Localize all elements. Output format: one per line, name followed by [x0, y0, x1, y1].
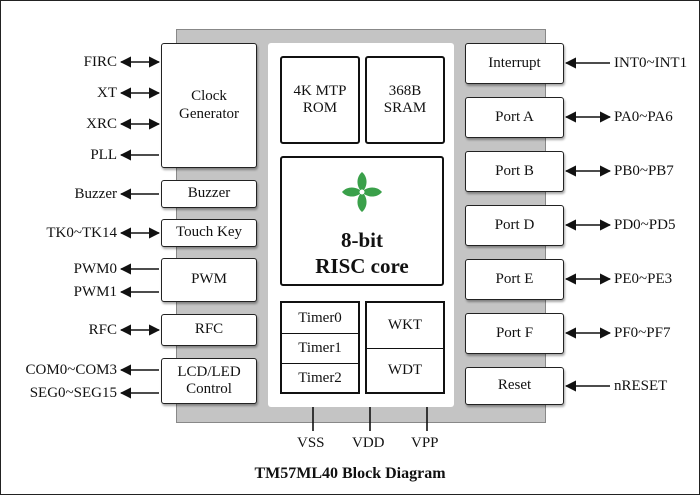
port-a-label: Port A	[495, 108, 534, 125]
rom-label: 4K MTP ROM	[293, 82, 347, 116]
signal-pwm1: PWM1	[73, 284, 117, 300]
signal-vpp: VPP	[411, 435, 439, 451]
signal-seg: SEG0~SEG15	[29, 385, 117, 401]
timer2-label: Timer2	[282, 363, 358, 392]
timer-stack: Timer0 Timer1 Timer2	[280, 301, 360, 394]
interrupt-label: Interrupt	[488, 54, 541, 71]
diagram-title: TM57ML40 Block Diagram	[254, 465, 446, 482]
signal-nreset: nRESET	[614, 378, 668, 394]
signal-pa: PA0~PA6	[614, 109, 673, 125]
port-d-label: Port D	[494, 216, 535, 233]
port-e-block: Port E	[465, 259, 564, 300]
signal-pb: PB0~PB7	[614, 163, 674, 179]
signal-pwm0: PWM0	[73, 261, 117, 277]
risc-core-block: 8-bit RISC core	[280, 156, 444, 286]
touch-key-label: Touch Key	[175, 224, 242, 241]
touch-key-block: Touch Key	[161, 219, 257, 247]
rfc-label: RFC	[194, 321, 224, 338]
reset-label: Reset	[497, 377, 532, 394]
pwm-label: PWM	[191, 271, 227, 288]
signal-xt: XT	[97, 85, 117, 101]
pwm-block: PWM	[161, 258, 257, 302]
port-e-label: Port E	[495, 270, 534, 287]
port-f-block: Port F	[465, 313, 564, 354]
interrupt-block: Interrupt	[465, 43, 564, 84]
lcd-led-control-block: LCD/LED Control	[161, 358, 257, 404]
sram-label: 368B SRAM	[383, 82, 427, 116]
signal-xrc: XRC	[86, 116, 117, 132]
signal-vss: VSS	[297, 435, 325, 451]
buzzer-block: Buzzer	[161, 180, 257, 208]
wkt-label: WKT	[387, 317, 423, 333]
clock-generator-label: Clock Generator	[179, 88, 239, 122]
core-title-line1: 8-bit	[341, 228, 383, 252]
timer1-label: Timer1	[282, 333, 358, 363]
rom-block: 4K MTP ROM	[280, 56, 360, 144]
signal-rfc: RFC	[88, 322, 117, 338]
timer0-label: Timer0	[298, 309, 342, 326]
rfc-block: RFC	[161, 314, 257, 346]
reset-block: Reset	[465, 367, 564, 405]
lcd-led-control-label: LCD/LED Control	[177, 363, 241, 397]
buzzer-label: Buzzer	[187, 185, 231, 202]
port-b-block: Port B	[465, 151, 564, 192]
clock-generator-block: Clock Generator	[161, 43, 257, 168]
signal-pf: PF0~PF7	[614, 325, 671, 341]
sram-block: 368B SRAM	[365, 56, 445, 144]
leaf-logo-icon	[342, 172, 382, 212]
signal-vdd: VDD	[352, 435, 385, 451]
signal-firc: FIRC	[83, 54, 117, 70]
port-b-label: Port B	[495, 162, 534, 179]
signal-tk: TK0~TK14	[46, 225, 117, 241]
signal-int: INT0~INT1	[614, 55, 688, 71]
port-d-block: Port D	[465, 205, 564, 246]
signal-buzzer: Buzzer	[74, 186, 117, 202]
signal-pe: PE0~PE3	[614, 271, 673, 287]
core-title-line2: RISC core	[315, 254, 409, 278]
port-a-block: Port A	[465, 97, 564, 138]
port-f-label: Port F	[495, 324, 534, 341]
wdt-label: WDT	[367, 348, 443, 392]
signal-pll: PLL	[90, 147, 117, 163]
watch-stack: WKT WDT	[365, 301, 445, 394]
signal-pd: PD0~PD5	[614, 217, 676, 233]
signal-com: COM0~COM3	[25, 362, 117, 378]
